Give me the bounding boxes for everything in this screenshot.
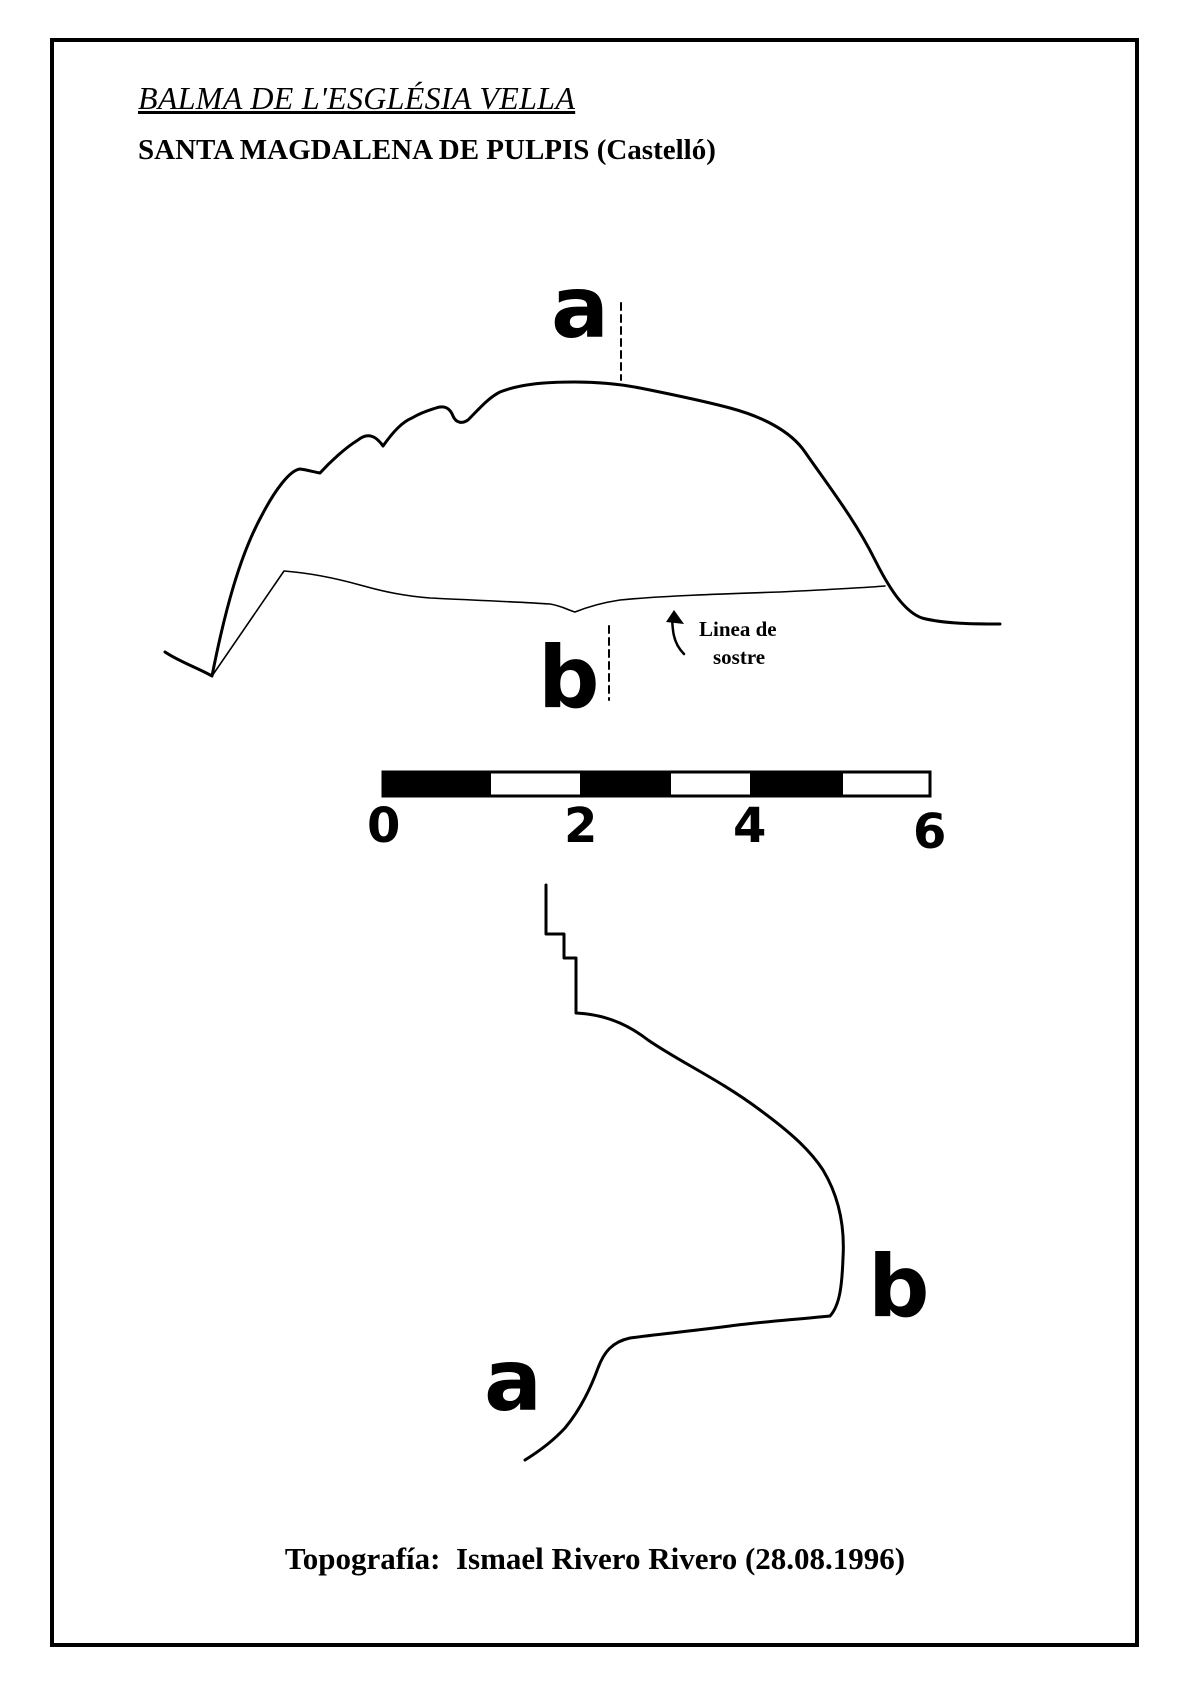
scale-label-6: 6 [913,804,946,860]
scale-bar [381,770,932,798]
annotation-arrowhead [666,610,684,624]
page-frame [50,38,1139,1647]
scale-segment-black-1 [383,772,491,796]
page-title: BALMA DE L'ESGLÉSIA VELLA [138,80,576,116]
scale-segment-black-3 [750,772,843,796]
annotation-label-line2: sostre [713,645,765,669]
plan-outline [163,380,1002,678]
section-marker-a: a [551,258,609,358]
annotation-label-line1: Linea de [699,617,777,641]
topography-credit: Topografía: Ismael Rivero Rivero (28.08.… [284,1541,906,1576]
roof-line [211,570,886,677]
profile-label-a: a [484,1331,542,1431]
scale-segment-black-2 [580,772,671,796]
section-profile [523,883,845,1462]
page-subtitle: SANTA MAGDALENA DE PULPIS (Castelló) [138,134,716,166]
scale-label-0: 0 [367,798,400,854]
profile-label-b: b [868,1237,930,1337]
section-marker-b: b [538,628,600,728]
scale-label-4: 4 [733,798,766,854]
scale-label-2: 2 [564,798,597,854]
cave-plan [163,302,1002,701]
